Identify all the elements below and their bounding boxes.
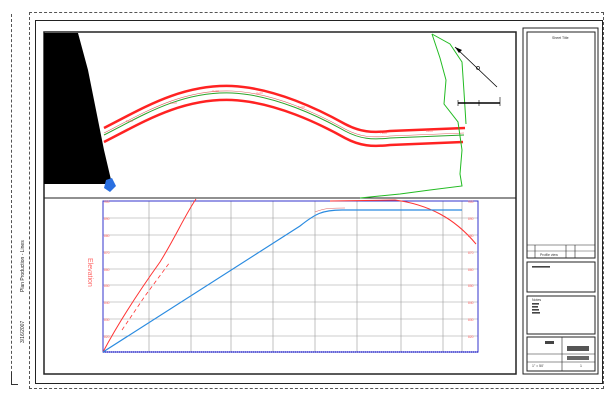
svg-text:890: 890	[468, 217, 474, 221]
station-labels: 1+00 2+00 3+00 4+00 5+00 7+00 8+00	[126, 89, 433, 135]
svg-text:8+00: 8+00	[426, 129, 433, 133]
title-block-text-marks	[532, 266, 589, 360]
road-centerline-shadow	[103, 90, 465, 138]
left-border-line	[11, 14, 12, 384]
existing-ground-dash	[121, 261, 171, 331]
profile-frame	[102, 200, 479, 353]
design-profile	[102, 209, 462, 353]
existing-ground-profile	[102, 198, 477, 353]
profile-right-ticks: 900 890 880 870 860 850 840 830 820	[468, 200, 474, 339]
road-edge-bottom	[103, 98, 464, 148]
svg-text:2+00: 2+00	[170, 101, 177, 105]
notes-heading: Notes	[532, 298, 542, 302]
terrain-mass	[44, 33, 112, 184]
svg-text:830: 830	[468, 318, 474, 322]
svg-text:860: 860	[468, 268, 474, 272]
svg-text:850: 850	[468, 284, 474, 288]
svg-text:820: 820	[468, 335, 474, 339]
profile-axis-title: Elevation	[86, 258, 93, 287]
svg-text:870: 870	[104, 251, 110, 255]
terrain-blue-patch	[104, 178, 116, 192]
svg-text:900: 900	[104, 200, 110, 204]
sheet-number: 1	[580, 364, 582, 368]
road-edge-top	[103, 84, 466, 134]
svg-text:5+00: 5+00	[298, 105, 305, 109]
svg-text:850: 850	[104, 284, 110, 288]
title-block-row-label: Profile view	[540, 253, 558, 257]
svg-text:840: 840	[104, 301, 110, 305]
svg-text:830: 830	[104, 318, 110, 322]
profile-left-ticks: 900 890 880 870 860 850 840 830 820	[104, 200, 110, 339]
road-centerline	[103, 92, 465, 140]
scale-bar-icon	[457, 97, 501, 106]
svg-text:1+00: 1+00	[126, 119, 133, 123]
svg-text:840: 840	[468, 301, 474, 305]
title-block	[522, 27, 599, 375]
svg-text:900: 900	[468, 200, 474, 204]
drawing-sheet	[35, 20, 603, 384]
svg-text:7+00: 7+00	[380, 131, 387, 135]
corner-mark	[11, 372, 18, 385]
svg-text:3+00: 3+00	[212, 89, 219, 93]
dashed-border	[29, 12, 604, 389]
scale-text: 1" = 50'	[532, 364, 544, 368]
svg-text:860: 860	[104, 268, 110, 272]
svg-text:880: 880	[468, 234, 474, 238]
title-block-header: Sheet Title	[552, 36, 569, 40]
svg-text:820: 820	[104, 335, 110, 339]
design-profile-top	[314, 207, 346, 213]
viewport-frame	[43, 31, 517, 375]
profile-grid	[102, 201, 478, 352]
svg-text:890: 890	[104, 217, 110, 221]
north-arrow-icon	[454, 46, 498, 88]
svg-text:880: 880	[104, 234, 110, 238]
svg-text:870: 870	[468, 251, 474, 255]
property-boundary	[359, 33, 463, 199]
svg-text:4+00: 4+00	[256, 91, 263, 95]
